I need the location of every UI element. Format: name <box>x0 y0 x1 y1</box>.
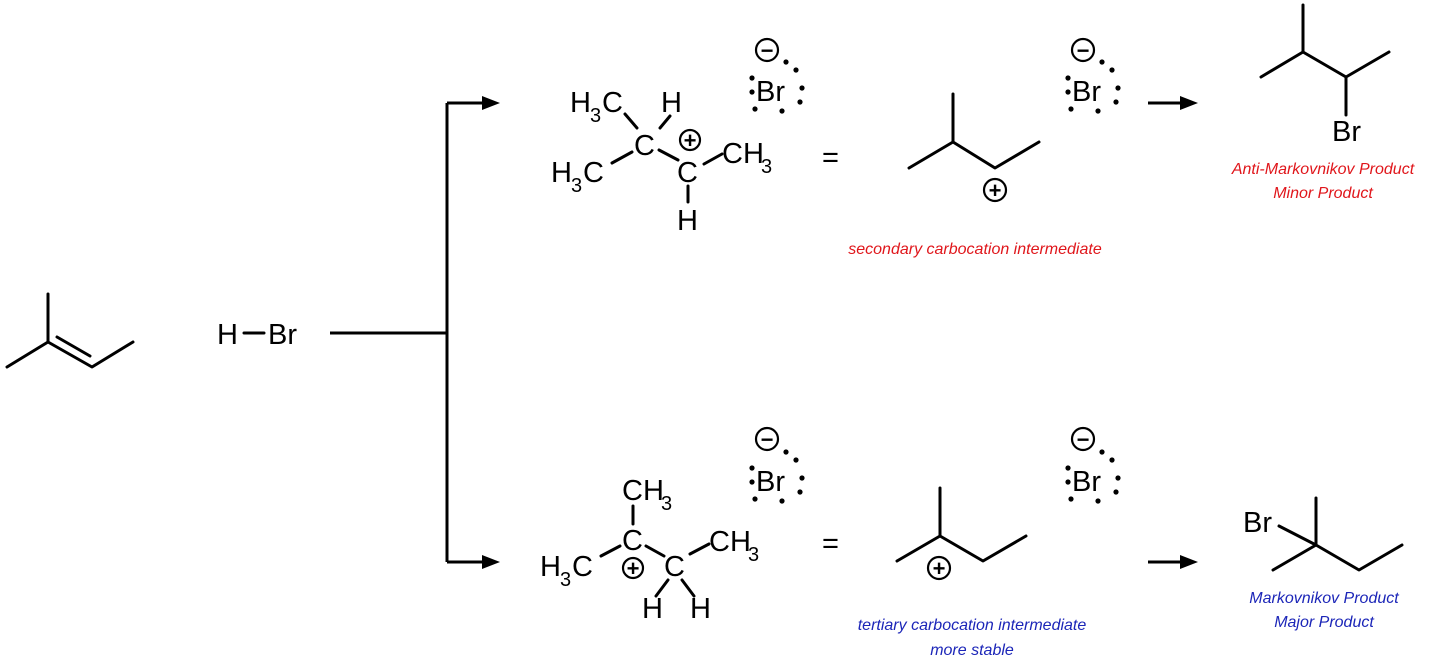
svg-text:C: C <box>572 551 593 583</box>
arrow-to-minor-product <box>1148 96 1198 110</box>
svg-text:H: H <box>570 87 591 119</box>
branch-arrows <box>330 96 500 569</box>
hbr-h-label: H <box>217 319 238 351</box>
svg-text:H: H <box>642 593 663 625</box>
svg-text:3: 3 <box>761 156 772 178</box>
hbr-br-label: Br <box>268 319 297 351</box>
bromide-ion-top-2: − Br <box>1065 37 1121 114</box>
major-product-caption: Major Product <box>1274 614 1374 631</box>
equals-sign-top: = <box>822 142 839 174</box>
svg-text:+: + <box>684 128 697 153</box>
secondary-carbocation-expanded: H 3 C H C H 3 C C CH 3 H + <box>551 87 772 237</box>
svg-text:C: C <box>634 130 655 162</box>
svg-text:H: H <box>690 593 711 625</box>
svg-text:3: 3 <box>748 544 759 566</box>
minor-product-caption: Minor Product <box>1273 185 1373 202</box>
tertiary-carbocation-expanded: CH 3 C H 3 C C CH 3 H H + <box>540 475 759 625</box>
secondary-intermediate-caption: secondary carbocation intermediate <box>848 241 1102 258</box>
svg-text:3: 3 <box>661 493 672 515</box>
svg-text:C: C <box>664 551 685 583</box>
svg-text:C: C <box>583 157 604 189</box>
bromide-ion-bottom-2: − Br <box>1065 426 1121 504</box>
svg-text:C: C <box>677 157 698 189</box>
svg-text:H: H <box>661 87 682 119</box>
more-stable-caption: more stable <box>930 642 1014 659</box>
anti-markovnikov-product: Br <box>1259 3 1391 148</box>
arrow-to-major-product <box>1148 555 1198 569</box>
svg-text:+: + <box>989 178 1002 203</box>
svg-text:Br: Br <box>756 466 785 498</box>
svg-text:−: − <box>1077 38 1090 63</box>
markovnikov-caption: Markovnikov Product <box>1249 590 1399 607</box>
equals-sign-bottom: = <box>822 528 839 560</box>
hbr-reagent: H Br <box>217 319 297 351</box>
anti-markovnikov-caption: Anti-Markovnikov Product <box>1231 161 1415 178</box>
svg-text:+: + <box>933 556 946 581</box>
svg-text:H: H <box>540 551 561 583</box>
tertiary-intermediate-caption: tertiary carbocation intermediate <box>858 617 1087 634</box>
svg-text:3: 3 <box>590 105 601 127</box>
svg-text:3: 3 <box>560 569 571 591</box>
svg-text:CH: CH <box>622 475 664 507</box>
svg-text:Br: Br <box>1072 76 1101 108</box>
svg-text:Br: Br <box>1072 466 1101 498</box>
arrow-head-top <box>482 96 500 110</box>
svg-text:H: H <box>551 157 572 189</box>
svg-text:Br: Br <box>1243 507 1272 539</box>
secondary-carbocation-skeletal: + <box>907 92 1041 203</box>
alkene-reactant <box>5 292 135 369</box>
svg-text:H: H <box>677 205 698 237</box>
tertiary-carbocation-skeletal: + <box>895 486 1028 581</box>
svg-text:−: − <box>761 427 774 452</box>
svg-text:3: 3 <box>571 175 582 197</box>
svg-text:C: C <box>622 525 643 557</box>
bromide-ion-top-1: − Br <box>749 37 805 114</box>
svg-text:Br: Br <box>756 76 785 108</box>
svg-text:+: + <box>627 556 640 581</box>
svg-text:C: C <box>602 87 623 119</box>
arrow-head-bottom <box>482 555 500 569</box>
svg-text:CH: CH <box>722 138 764 170</box>
svg-text:−: − <box>1077 427 1090 452</box>
svg-text:−: − <box>761 38 774 63</box>
markovnikov-product: Br <box>1243 496 1404 572</box>
svg-text:Br: Br <box>1332 116 1361 148</box>
svg-text:CH: CH <box>709 526 751 558</box>
bromide-ion-bottom-1: − Br <box>749 426 805 504</box>
